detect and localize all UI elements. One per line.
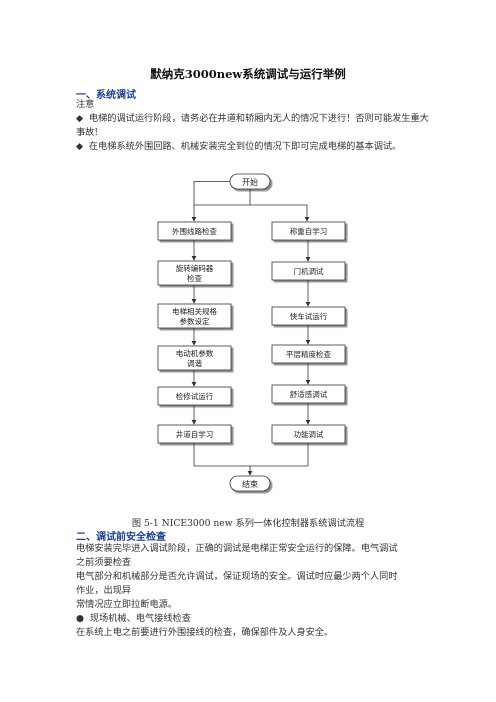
step-label: 舒适感调试 <box>290 389 328 399</box>
step-label: 旋转编码器 <box>176 263 214 273</box>
section2-heading: 二、调试前安全检查 <box>76 532 166 543</box>
step-label: 快车试运行 <box>290 311 328 321</box>
section2-line-2: 之前须要检查 <box>76 557 132 568</box>
step-label: 电梯相关规格 <box>172 306 217 316</box>
step-label: 调谐 <box>187 358 202 368</box>
note-label: 注意 <box>76 99 95 110</box>
step-box <box>271 261 346 281</box>
section2-line-3: 电气部分和机械部分是否允许调试，保证现场的安全。调试时应最少两个人同时 <box>76 571 398 582</box>
bullet-2-text: 在电梯系统外围回路、机械安装完全到位的情况下即可完成电梯的基本调试。 <box>88 141 402 152</box>
step-box <box>157 260 232 286</box>
step-label: 检查 <box>187 273 202 283</box>
document-title: 默纳克3000new系统调试与运行举例 <box>150 67 346 81</box>
bullet-2: ◆ 在电梯系统外围回路、机械安装完全到位的情况下即可完成电梯的基本调试。 <box>76 140 432 154</box>
step-box <box>157 221 232 241</box>
step-box <box>157 424 232 444</box>
step-label: 井道自学习 <box>176 429 214 439</box>
section2-line-5: 常情况应立即拉断电源。 <box>76 599 178 610</box>
section2-line-1: 电梯安装完毕进入调试阶段，正确的调试是电梯正常安全运行的保障。电气调试 <box>76 543 398 554</box>
step-label: 平层精度检查 <box>286 349 331 359</box>
step-box <box>271 344 346 364</box>
step-label: 称重自学习 <box>290 226 328 236</box>
bullet-1-text: 电梯的调试运行阶段，请务必在井道和轿厢内无人的情况下进行！否则可能发生重大事故! <box>76 113 429 138</box>
start-label: 开始 <box>242 177 258 187</box>
step-label: 电动机参数 <box>176 348 214 358</box>
section2-bullet: ● 现场机械、电气接线检查 <box>76 612 432 626</box>
section2-bullet-text: 现场机械、电气接线检查 <box>89 613 191 624</box>
bullet-1: ◆ 电梯的调试运行阶段，请务必在井道和轿厢内无人的情况下进行！否则可能发生重大事… <box>76 112 432 140</box>
right-steps: 称重自学习 门机调试 快车试运行 平层精度检查 舒适感调试 功能调试 <box>271 221 346 444</box>
step-label: 外围线路检查 <box>172 226 217 236</box>
diamond-bullet-icon: ◆ <box>76 141 84 152</box>
step-box <box>271 424 346 444</box>
step-box <box>271 221 346 241</box>
diamond-bullet-icon: ◆ <box>76 113 84 124</box>
section2-line-4: 作业，出现异 <box>76 585 132 596</box>
step-box <box>157 303 232 329</box>
step-label: 功能调试 <box>294 429 324 439</box>
end-label: 结束 <box>242 479 258 489</box>
step-box <box>157 345 232 371</box>
left-steps: 外围线路检查 旋转编码器 检查 电梯相关规格 参数设定 电动机参数 调谐 检修试… <box>157 221 232 444</box>
step-box <box>271 384 346 404</box>
circle-bullet-icon: ● <box>76 613 85 624</box>
section2-last-line: 在系统上电之前要进行外围接线的检查，确保部件及人身安全。 <box>76 627 334 638</box>
end-node <box>229 475 271 492</box>
step-label: 门机调试 <box>294 266 324 276</box>
section1-heading: 一、系统调试 <box>76 90 136 101</box>
step-label: 参数设定 <box>180 316 210 326</box>
step-label: 检修试运行 <box>176 391 214 401</box>
step-box <box>157 386 232 406</box>
step-box <box>271 306 346 326</box>
figure-caption: 图 5-1 NICE3000 new 系列一体化控制器系统调试流程 <box>131 518 365 529</box>
